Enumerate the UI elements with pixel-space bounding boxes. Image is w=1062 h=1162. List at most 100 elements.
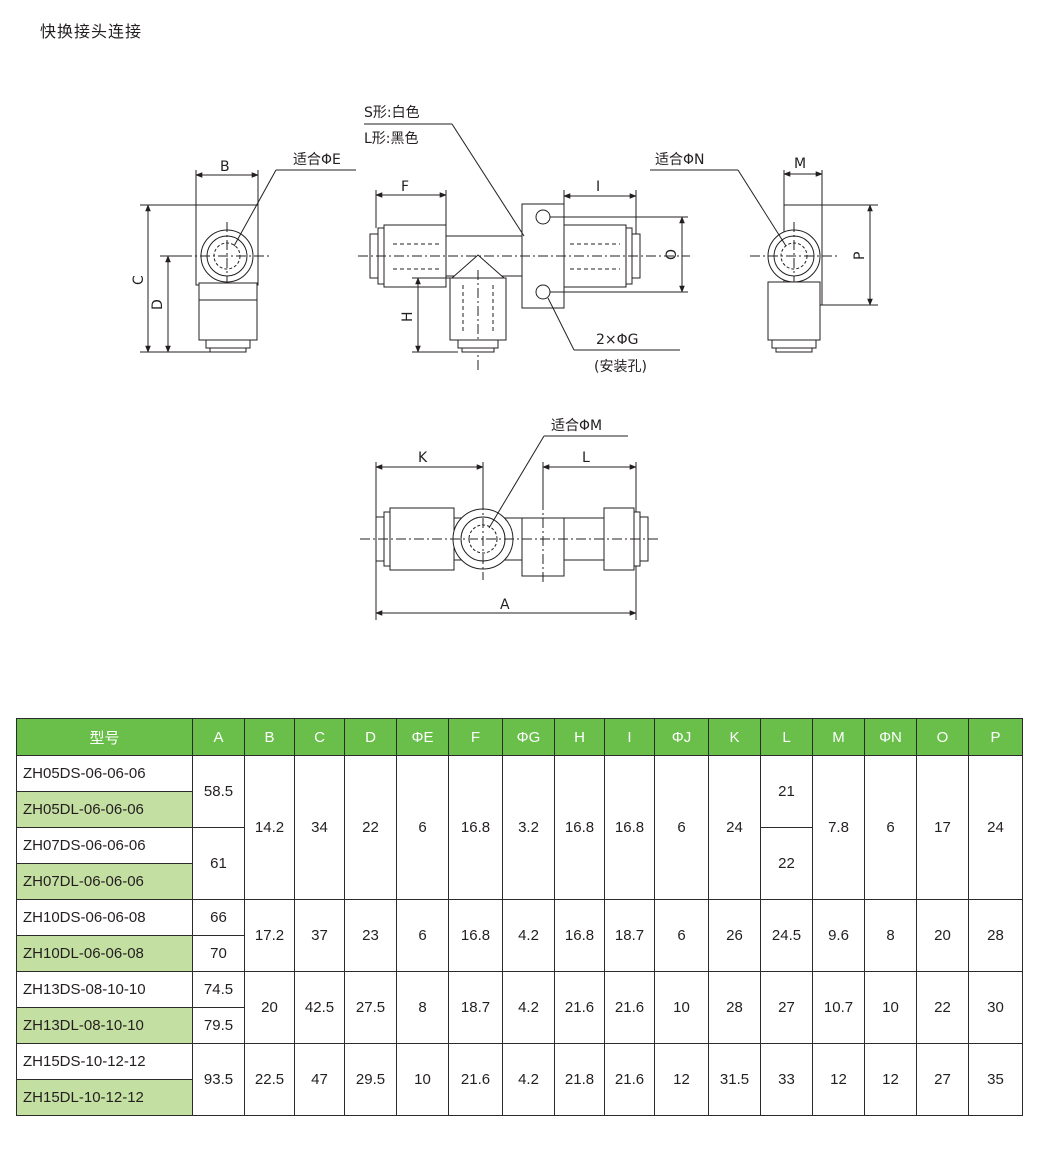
table-row: ZH07DL-06-06-06	[16, 863, 1023, 900]
o-cell: 22	[916, 971, 969, 1044]
m-cell: 7.8	[812, 755, 865, 900]
l-cell: 33	[760, 1043, 813, 1116]
header-cell: ΦG	[502, 718, 555, 756]
c-cell: 42.5	[294, 971, 345, 1044]
d-cell: 22	[344, 755, 397, 900]
bottom-view	[360, 435, 660, 620]
m-cell: 10.7	[812, 971, 865, 1044]
i-cell: 16.8	[604, 755, 655, 900]
header-cell: C	[294, 718, 345, 756]
b-cell: 20	[244, 971, 295, 1044]
dim-d-label: D	[150, 299, 166, 310]
j-cell: 6	[654, 755, 709, 900]
dim-c-label: C	[131, 275, 147, 285]
table-row: ZH05DS-06-06-06 58.5 14.2 34 22 6 16.8 3…	[16, 755, 1023, 900]
d-cell: 27.5	[344, 971, 397, 1044]
g-cell: 4.2	[502, 1043, 555, 1116]
h-cell: 16.8	[554, 755, 605, 900]
e-cell: 8	[396, 971, 449, 1044]
f-cell: 21.6	[448, 1043, 503, 1116]
dim-f-label: F	[401, 179, 409, 195]
o-cell: 20	[916, 899, 969, 972]
header-cell: ΦN	[864, 718, 917, 756]
dim-o-label: O	[664, 249, 680, 260]
model-cell: ZH15DL-10-12-12	[16, 1079, 193, 1116]
header-cell: L	[760, 718, 813, 756]
g-cell: 4.2	[502, 971, 555, 1044]
header-cell: H	[554, 718, 605, 756]
a-cell: 74.5	[192, 971, 245, 1008]
dim-i-label: I	[596, 179, 600, 195]
a-cell: 93.5	[192, 1043, 245, 1116]
header-cell: ΦJ	[654, 718, 709, 756]
model-cell: ZH05DS-06-06-06	[16, 755, 193, 792]
model-cell: ZH07DS-06-06-06	[16, 827, 193, 864]
header-cell: A	[192, 718, 245, 756]
n-cell: 8	[864, 899, 917, 972]
spec-table: 型号 A B C D ΦE F ΦG H I ΦJ K L M ΦN O P Z…	[16, 718, 1023, 1116]
i-cell: 18.7	[604, 899, 655, 972]
e-cell: 10	[396, 1043, 449, 1116]
j-cell: 10	[654, 971, 709, 1044]
dim-h-label: H	[400, 311, 416, 322]
a-cell: 61	[192, 827, 245, 900]
l-cell: 22	[760, 827, 813, 900]
o-cell: 17	[916, 755, 969, 900]
d-cell: 23	[344, 899, 397, 972]
k-cell: 24	[708, 755, 761, 900]
g-cell: 4.2	[502, 899, 555, 972]
page-title: 快换接头连接	[40, 22, 143, 41]
header-cell: B	[244, 718, 295, 756]
header-cell: F	[448, 718, 503, 756]
e-cell: 6	[396, 899, 449, 972]
table-row: ZH07DS-06-06-06 61 22	[16, 827, 1023, 900]
header-cell: 型号	[16, 718, 193, 756]
c-cell: 34	[294, 755, 345, 900]
fit-n-label: 适合ΦN	[655, 152, 705, 168]
k-cell: 28	[708, 971, 761, 1044]
b-cell: 14.2	[244, 755, 295, 900]
header-cell: I	[604, 718, 655, 756]
a-cell: 70	[192, 935, 245, 972]
s-type-label: S形:白色	[364, 104, 420, 121]
model-cell: ZH07DL-06-06-06	[16, 863, 193, 900]
o-cell: 27	[916, 1043, 969, 1116]
table-row: ZH13DS-08-10-10 74.5 20 42.5 27.5 8 18.7…	[16, 971, 1023, 1044]
g-cell: 3.2	[502, 755, 555, 900]
model-cell: ZH05DL-06-06-06	[16, 791, 193, 828]
model-cell: ZH10DS-06-06-08	[16, 899, 193, 936]
l-cell: 24.5	[760, 899, 813, 972]
p-cell: 30	[968, 971, 1023, 1044]
model-cell: ZH13DS-08-10-10	[16, 971, 193, 1008]
a-cell: 66	[192, 899, 245, 936]
dim-m-label: M	[794, 156, 806, 172]
j-cell: 6	[654, 899, 709, 972]
dim-l-label: L	[582, 450, 590, 466]
p-cell: 35	[968, 1043, 1023, 1116]
c-cell: 37	[294, 899, 345, 972]
dim-p-label: P	[852, 252, 868, 260]
b-cell: 17.2	[244, 899, 295, 972]
header-cell: ΦE	[396, 718, 449, 756]
c-cell: 47	[294, 1043, 345, 1116]
dimension-drawing: S形:白色 L形:黑色 适合ΦE 适合ΦN 适合ΦM 2×ΦG (安装孔) B …	[131, 104, 878, 620]
n-cell: 12	[864, 1043, 917, 1116]
a-cell: 58.5	[192, 755, 245, 828]
n-cell: 6	[864, 755, 917, 900]
table-row: ZH15DS-10-12-12 93.5 22.5 47 29.5 10 21.…	[16, 1043, 1023, 1116]
d-cell: 29.5	[344, 1043, 397, 1116]
p-cell: 24	[968, 755, 1023, 900]
i-cell: 21.6	[604, 971, 655, 1044]
l-cell: 21	[760, 755, 813, 828]
dim-k-label: K	[418, 450, 428, 466]
h-cell: 21.8	[554, 1043, 605, 1116]
table-row: ZH15DL-10-12-12	[16, 1079, 1023, 1116]
table-row: ZH13DL-08-10-10 79.5	[16, 1007, 1023, 1044]
h-cell: 21.6	[554, 971, 605, 1044]
mount-hole-label: 2×ΦG	[596, 332, 639, 348]
table-row: ZH05DL-06-06-06	[16, 791, 1023, 828]
m-cell: 9.6	[812, 899, 865, 972]
model-cell: ZH13DL-08-10-10	[16, 1007, 193, 1044]
j-cell: 12	[654, 1043, 709, 1116]
k-cell: 31.5	[708, 1043, 761, 1116]
